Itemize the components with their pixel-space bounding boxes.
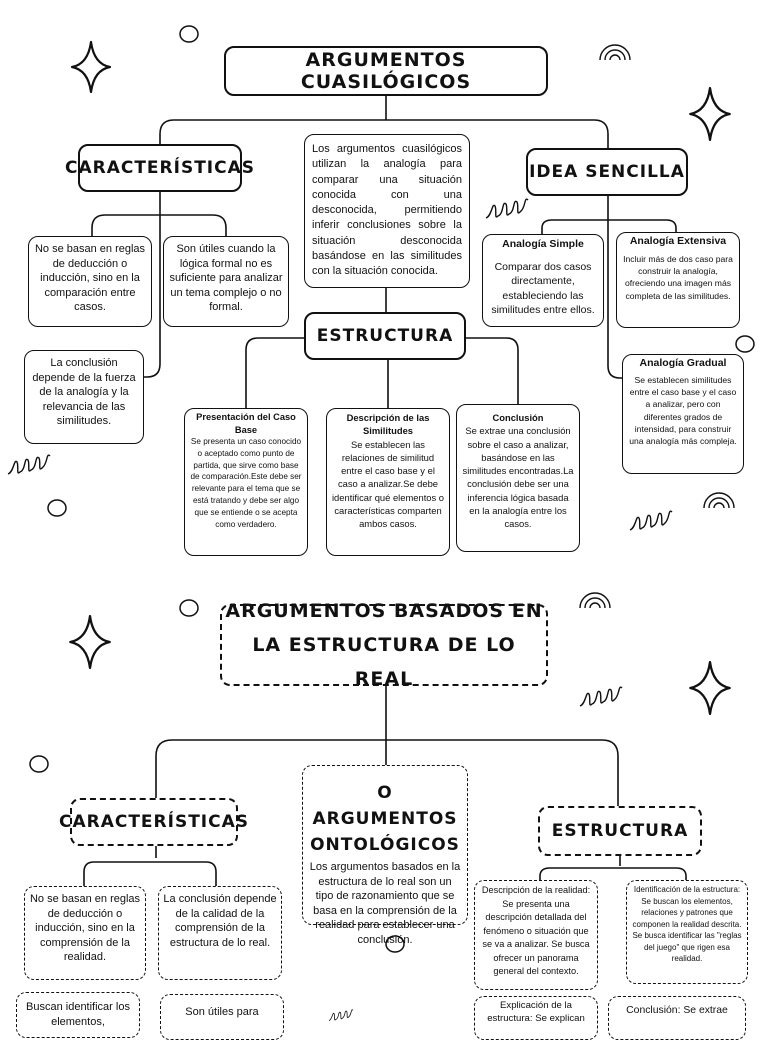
estructura-item-text: Se extrae una conclusión sobre el caso a… (463, 425, 574, 529)
estructura-item-heading: Descripción de las Similitudes (331, 411, 445, 438)
estructura2-card: Descripción de la realidad: Se presenta … (474, 880, 598, 990)
caracteristica-card: La conclusión depende de la fuerza de la… (24, 350, 144, 444)
connector (542, 196, 676, 234)
section2-title: ARGUMENTOS BASADOS EN LA ESTRUCTURA DE L… (220, 604, 548, 686)
ontologicos-text: Los argumentos basados en la estructura … (310, 861, 460, 946)
caracteristica2-card: Buscan identificar los elementos, (16, 992, 140, 1038)
ontologicos-heading-line1: O ARGUMENTOS (303, 780, 467, 832)
caracteristicas-heading-text: CARACTERÍSTICAS (65, 158, 255, 178)
estructura-heading-text: ESTRUCTURA (317, 326, 453, 346)
caracteristica2-text: No se basan en reglas de deducción o ind… (30, 893, 140, 963)
estructura2-text: Explicación de la estructura: Se explica… (487, 1000, 585, 1024)
loops-icon (484, 196, 530, 224)
circle-icon (46, 498, 68, 518)
estructura2-card: Identificación de la estructura: Se busc… (626, 880, 748, 984)
estructura-item-text: Se presenta un caso conocido o aceptado … (190, 437, 301, 529)
estructura-item-heading: Presentación del Caso Base (188, 411, 304, 436)
estructura-item-text: Se establecen las relaciones de similitu… (332, 439, 444, 530)
estructura-item-heading: Conclusión (461, 411, 575, 424)
estructura2-text: Identificación de la estructura: Se busc… (632, 885, 741, 963)
circle-icon (178, 598, 200, 618)
analogia-text: Se establecen similitudes entre el caso … (629, 375, 737, 446)
sparkle-icon (688, 660, 732, 716)
section2-title-line1: ARGUMENTOS BASADOS EN (225, 594, 542, 628)
loops-icon (628, 508, 674, 536)
idea-sencilla-heading: IDEA SENCILLA (526, 148, 688, 196)
estructura2-card: Conclusión: Se extrae (608, 996, 746, 1040)
circle-icon (178, 24, 200, 44)
ontologicos-heading-line2: ONTOLÓGICOS (310, 832, 460, 858)
ontologicos-heading: O ARGUMENTOS ONTOLÓGICOS (303, 780, 467, 858)
caracteristica2-text: Son útiles para (185, 1006, 258, 1018)
loops-icon (318, 1008, 364, 1024)
caracteristica-text: La conclusión depende de la fuerza de la… (32, 357, 135, 427)
section1-title-text: ARGUMENTOS CUASILÓGICOS (226, 49, 546, 93)
caracteristicas2-heading: CARACTERÍSTICAS (70, 798, 238, 846)
analogia-card: Analogía Extensiva Incluir más de dos ca… (616, 232, 740, 328)
analogia-text: Incluir más de dos caso para construir l… (623, 254, 733, 301)
caracteristica2-card: La conclusión depende de la calidad de l… (158, 886, 282, 980)
loops-icon (578, 684, 624, 712)
caracteristica2-text: La conclusión depende de la calidad de l… (163, 893, 276, 949)
caracteristica-text: Son útiles cuando la lógica formal no es… (169, 243, 282, 313)
ontologicos-text-wrap: Los argumentos basados en la estructura … (303, 858, 467, 949)
ontologicos-box: O ARGUMENTOS ONTOLÓGICOS Los argumentos … (302, 765, 468, 925)
idea-sencilla-heading-text: IDEA SENCILLA (529, 162, 685, 182)
connector (92, 192, 226, 236)
circle-icon (28, 754, 50, 774)
caracteristica-card: Son útiles cuando la lógica formal no es… (163, 236, 289, 327)
caracteristicas2-heading-text: CARACTERÍSTICAS (59, 812, 249, 832)
rainbow-icon (702, 488, 736, 510)
estructura-heading: ESTRUCTURA (304, 312, 466, 360)
circle-icon (734, 334, 756, 354)
estructura-card: Presentación del Caso Base Se presenta u… (184, 408, 308, 556)
estructura-card: Conclusión Se extrae una conclusión sobr… (456, 404, 580, 552)
caracteristicas-heading: CARACTERÍSTICAS (78, 144, 242, 192)
rainbow-icon (578, 588, 612, 610)
caracteristica2-card: Son útiles para (160, 994, 284, 1040)
estructura2-text: Conclusión: Se extrae (626, 1005, 728, 1016)
estructura2-card: Explicación de la estructura: Se explica… (474, 996, 598, 1040)
analogia-text: Comparar dos casos directamente, estable… (491, 261, 594, 317)
section2-title-line2: LA ESTRUCTURA DE LO REAL (222, 628, 546, 696)
estructura2-text: Descripción de la realidad: Se presenta … (482, 885, 590, 976)
estructura-card: Descripción de las Similitudes Se establ… (326, 408, 450, 556)
caracteristica-card: No se basan en reglas de deducción o ind… (28, 236, 152, 327)
estructura2-heading-text: ESTRUCTURA (552, 821, 688, 841)
analogia-heading: Analogía Gradual (627, 356, 739, 370)
connector (84, 846, 216, 886)
estructura2-heading: ESTRUCTURA (538, 806, 702, 856)
analogia-card: Analogía Simple Comparar dos casos direc… (482, 234, 604, 327)
sparkle-icon (70, 40, 112, 94)
connector (540, 856, 686, 882)
caracteristica2-card: No se basan en reglas de deducción o ind… (24, 886, 146, 980)
definition-text: Los argumentos cuasilógicos utilizan la … (312, 143, 462, 277)
sparkle-icon (688, 86, 732, 142)
analogia-heading: Analogía Extensiva (621, 234, 735, 248)
rainbow-icon (598, 40, 632, 62)
definition-box: Los argumentos cuasilógicos utilizan la … (304, 134, 470, 288)
analogia-card: Analogía Gradual Se establecen similitud… (622, 354, 744, 474)
analogia-heading: Analogía Simple (488, 237, 598, 252)
sparkle-icon (68, 614, 112, 670)
caracteristica-text: No se basan en reglas de deducción o ind… (35, 243, 145, 313)
loops-icon (6, 452, 52, 480)
section1-title: ARGUMENTOS CUASILÓGICOS (224, 46, 548, 96)
